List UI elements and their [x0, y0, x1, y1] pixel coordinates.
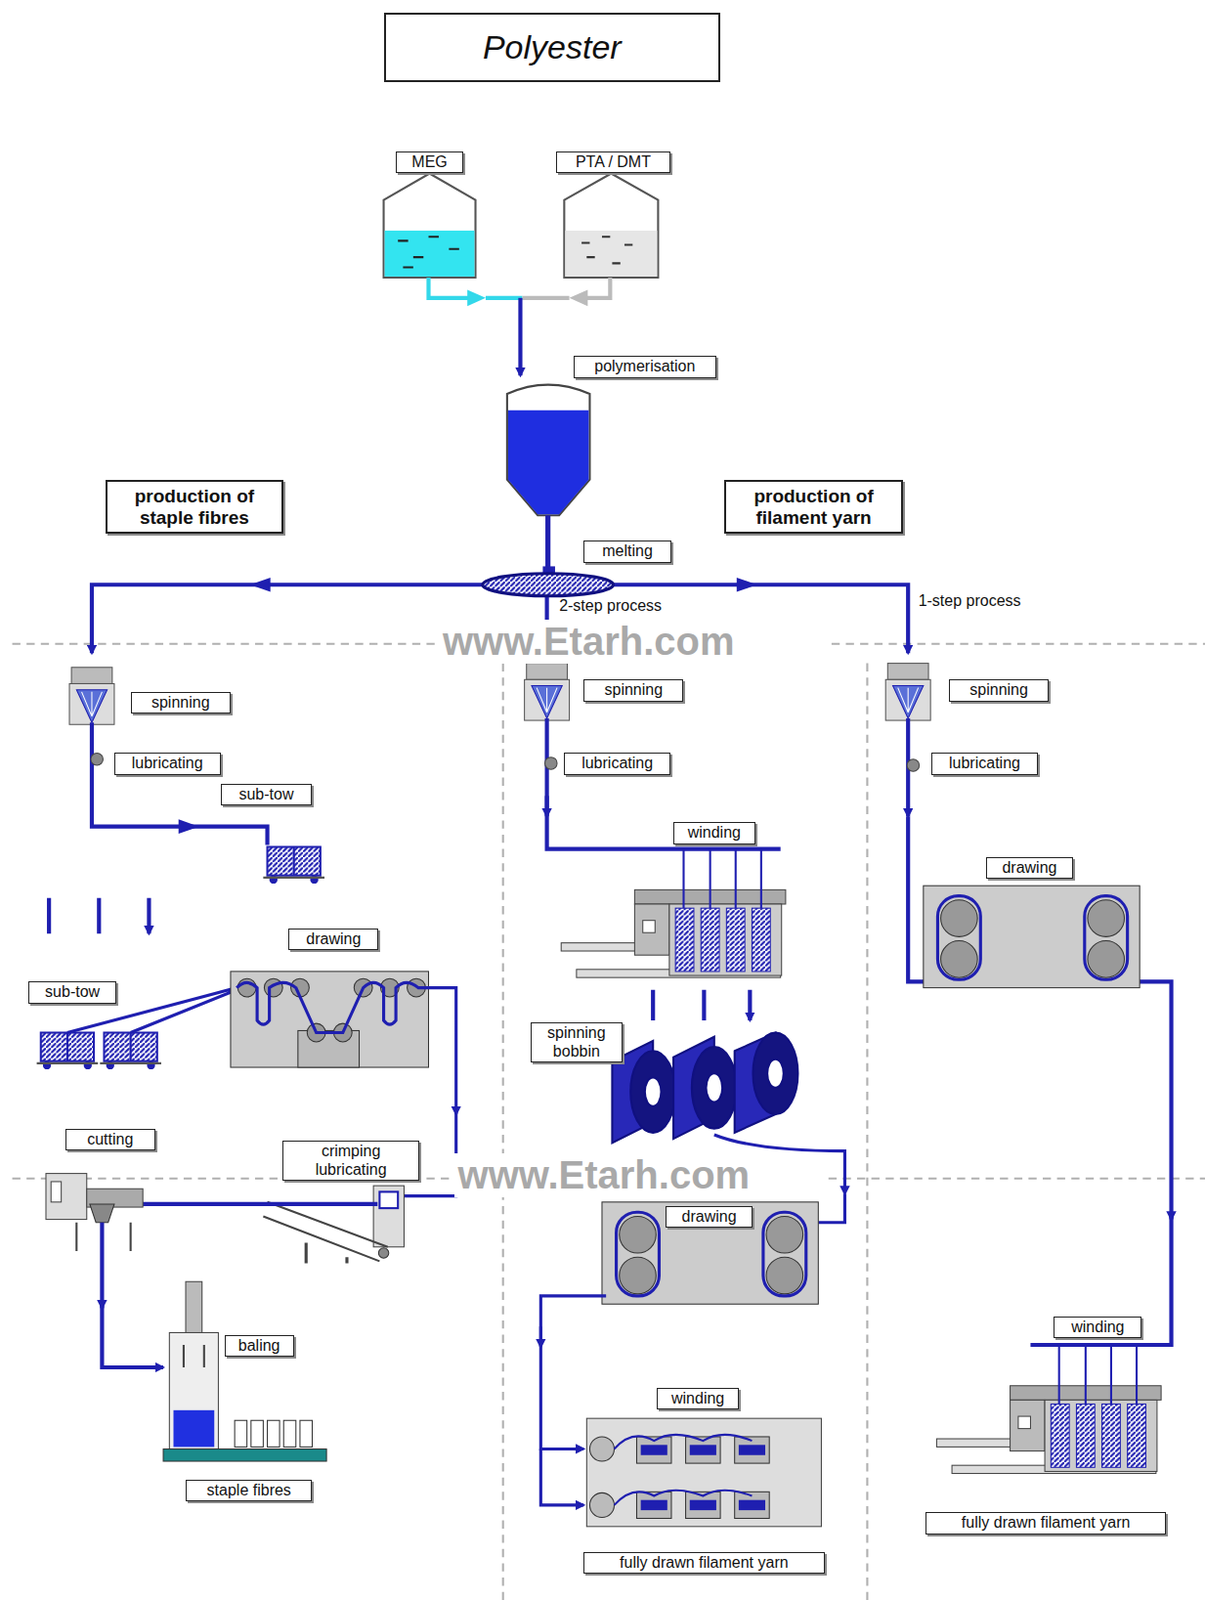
- label-text: spinning bobbin: [547, 1024, 606, 1059]
- label-text: lubricating: [581, 754, 653, 772]
- label-text: spinning: [969, 681, 1029, 698]
- label-text: staple fibres: [207, 1481, 292, 1499]
- process-label: lubricating: [931, 752, 1038, 775]
- label-text: fully drawn filament yarn: [619, 1553, 789, 1571]
- step-label: 2-step process: [559, 597, 662, 615]
- process-label: lubricating: [563, 752, 671, 775]
- label-text: MEG: [411, 153, 447, 171]
- label-text: drawing: [305, 930, 361, 947]
- process-label: drawing: [986, 857, 1075, 879]
- silo-label: MEG: [395, 151, 464, 173]
- label-text: fully drawn filament yarn: [961, 1513, 1131, 1531]
- label-text: melting: [602, 542, 653, 560]
- label-text: winding: [688, 823, 741, 841]
- section-heading: production of filament yarn: [724, 479, 904, 535]
- process-label: fully drawn filament yarn: [583, 1551, 824, 1574]
- label-text: drawing: [1001, 859, 1057, 876]
- label-text: 2-step process: [559, 597, 662, 614]
- process-label: drawing: [665, 1205, 754, 1228]
- label-text: baling: [238, 1336, 281, 1354]
- section-heading: production of staple fibres: [105, 479, 285, 535]
- label-text: production of filament yarn: [753, 485, 873, 528]
- label-text: polymerisation: [594, 357, 695, 375]
- process-label: winding: [656, 1387, 739, 1410]
- process-label: sub-tow: [28, 981, 117, 1003]
- label-text: sub-tow: [238, 785, 294, 803]
- label-text: PTA / DMT: [575, 153, 651, 171]
- label-text: sub-tow: [44, 983, 100, 1000]
- label-text: lubricating: [131, 754, 204, 772]
- label-text: www.Etarh.com: [458, 1153, 751, 1197]
- process-label: drawing: [288, 928, 379, 950]
- label-text: production of staple fibres: [134, 485, 255, 528]
- process-label: melting: [583, 540, 672, 562]
- watermark: www.Etarh.com: [454, 1153, 755, 1198]
- process-label: spinning: [130, 691, 231, 714]
- label-text: Polyester: [482, 28, 622, 66]
- label-text: crimping lubricating: [315, 1142, 388, 1177]
- silo-label: PTA / DMT: [556, 151, 671, 173]
- title-box: Polyester: [384, 12, 722, 83]
- process-label: spinning: [948, 679, 1049, 701]
- process-label: fully drawn filament yarn: [925, 1511, 1166, 1534]
- label-text: winding: [671, 1389, 725, 1407]
- process-label: baling: [224, 1334, 295, 1357]
- process-label: staple fibres: [185, 1479, 312, 1502]
- process-label: sub-tow: [220, 783, 313, 806]
- label-text: cutting: [86, 1130, 133, 1148]
- process-label: winding: [1053, 1316, 1142, 1338]
- label-text: drawing: [682, 1207, 737, 1225]
- process-label: winding: [673, 821, 756, 844]
- label-text: winding: [1071, 1318, 1124, 1335]
- process-label: cutting: [65, 1128, 156, 1151]
- label-text: www.Etarh.com: [442, 619, 735, 663]
- watermark: www.Etarh.com: [438, 619, 739, 664]
- process-label: crimping lubricating: [282, 1140, 420, 1181]
- process-label: polymerisation: [573, 355, 717, 378]
- label-text: lubricating: [948, 754, 1021, 772]
- step-label: 1-step process: [918, 592, 1022, 610]
- process-label: spinning: [583, 679, 684, 701]
- label-text: spinning: [604, 681, 664, 698]
- process-label: spinning bobbin: [530, 1022, 623, 1063]
- label-text: spinning: [151, 693, 211, 711]
- process-label: lubricating: [114, 752, 221, 775]
- label-text: 1-step process: [918, 592, 1022, 609]
